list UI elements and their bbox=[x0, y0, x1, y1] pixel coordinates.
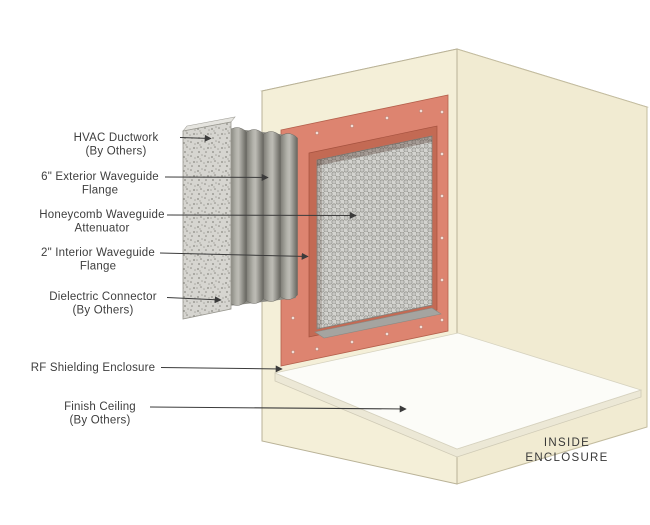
callout-honeycomb-line2: Attenuator bbox=[74, 223, 129, 235]
screw-dot bbox=[350, 124, 354, 128]
screw-dot bbox=[350, 340, 354, 344]
duct-rib bbox=[278, 133, 298, 300]
inside-enclosure-line1: INSIDE bbox=[544, 437, 590, 449]
attenuator-bottom-ledge bbox=[314, 307, 442, 339]
callout-finish-ceiling: Finish Ceiling (By Others) bbox=[64, 401, 407, 427]
callout-interior-waveguide-flange: 2" Interior Waveguide Flange bbox=[41, 247, 309, 273]
hvac-ductwork bbox=[182, 116, 298, 320]
callout-rf-shielding-enclosure: RF Shielding Enclosure bbox=[31, 362, 283, 374]
callout-hvac-ductwork-line1: HVAC Ductwork bbox=[74, 132, 159, 144]
callout-dielectric-arrow bbox=[166, 296, 222, 304]
inside-enclosure-caption: INSIDE ENCLOSURE bbox=[525, 437, 608, 464]
callout-rf-enclosure-line1: RF Shielding Enclosure bbox=[31, 362, 156, 374]
inside-enclosure-line2: ENCLOSURE bbox=[525, 452, 608, 464]
finish-ceiling-surface bbox=[273, 332, 643, 450]
duct-rib bbox=[244, 129, 264, 304]
callout-hvac-ductwork-arrow bbox=[179, 134, 212, 142]
callout-exterior-flange-line1: 6" Exterior Waveguide bbox=[41, 171, 159, 183]
callout-dielectric-line1: Dielectric Connector bbox=[49, 291, 157, 303]
screw-dot bbox=[385, 332, 389, 336]
screw-dot bbox=[440, 236, 444, 240]
callout-exterior-flange-arrow bbox=[164, 173, 269, 181]
dielectric-connector bbox=[182, 121, 232, 320]
screw-dot bbox=[315, 131, 319, 135]
callout-hvac-ductwork: HVAC Ductwork (By Others) bbox=[74, 132, 212, 158]
honeycomb-attenuator-panel bbox=[316, 135, 433, 330]
screw-dot bbox=[419, 325, 423, 329]
waveguide-assembly bbox=[280, 94, 449, 367]
callout-dielectric-connector: Dielectric Connector (By Others) bbox=[49, 291, 222, 317]
callout-honeycomb-arrow bbox=[166, 211, 357, 219]
callout-honeycomb-line1: Honeycomb Waveguide bbox=[39, 209, 164, 221]
screw-dot bbox=[419, 109, 423, 113]
callout-finish-ceiling-line2: (By Others) bbox=[70, 415, 131, 427]
callout-hvac-ductwork-line2: (By Others) bbox=[86, 146, 147, 158]
honeycomb-top-shadow bbox=[317, 136, 432, 166]
callout-dielectric-line2: (By Others) bbox=[73, 305, 134, 317]
screw-dot bbox=[291, 350, 295, 354]
callout-exterior-flange-line2: Flange bbox=[82, 185, 118, 197]
duct-rib bbox=[227, 127, 247, 306]
screw-dot bbox=[315, 347, 319, 351]
duct-rib bbox=[261, 131, 281, 302]
honeycomb-left-shadow bbox=[317, 159, 322, 329]
callout-rf-enclosure-arrow bbox=[160, 365, 283, 373]
screw-dot bbox=[291, 316, 295, 320]
screw-dot bbox=[440, 194, 444, 198]
callout-interior-flange-arrow bbox=[159, 252, 309, 260]
screw-dot bbox=[440, 110, 444, 114]
finish-ceiling bbox=[273, 332, 643, 458]
callout-interior-flange-line2: Flange bbox=[80, 261, 116, 273]
callout-exterior-waveguide-flange: 6" Exterior Waveguide Flange bbox=[41, 171, 269, 197]
callout-interior-flange-line1: 2" Interior Waveguide bbox=[41, 247, 155, 259]
screw-dot bbox=[440, 278, 444, 282]
callout-finish-ceiling-line1: Finish Ceiling bbox=[64, 401, 136, 413]
callout-honeycomb-attenuator: Honeycomb Waveguide Attenuator bbox=[39, 209, 357, 235]
screw-dot bbox=[440, 152, 444, 156]
screw-dot bbox=[385, 116, 389, 120]
callout-finish-ceiling-arrow bbox=[149, 405, 407, 413]
screw-dot bbox=[440, 318, 444, 322]
